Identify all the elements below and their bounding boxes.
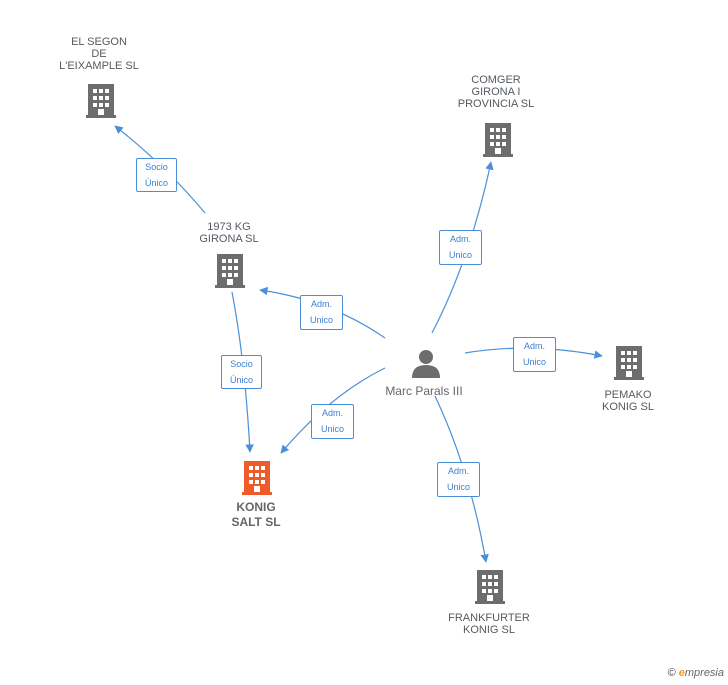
- brand-logo[interactable]: empresia: [679, 667, 724, 679]
- brand-name: mpresia: [684, 667, 724, 679]
- node-label-el-segon: EL SEGON DE L'EIXAMPLE SL: [59, 36, 139, 72]
- edge-label-adm-frankfurter: Adm. Unico: [437, 462, 480, 497]
- node-label-comger: COMGER GIRONA I PROVINCIA SL: [457, 74, 535, 110]
- node-label-frankfurter: FRANKFURTER KONIG SL: [448, 612, 530, 636]
- edge-label-adm-konig: Adm. Unico: [311, 404, 354, 439]
- edge-label-adm-pemako: Adm. Unico: [513, 337, 556, 372]
- building-icon[interactable]: [614, 346, 644, 380]
- copyright-symbol: ©: [667, 667, 676, 679]
- building-icon[interactable]: [242, 461, 272, 495]
- edge-label-adm-kg1973: Adm. Unico: [300, 295, 343, 330]
- building-icon[interactable]: [215, 254, 245, 288]
- edge-label-socio-el-segon: Socio Único: [136, 158, 177, 192]
- copyright-footer: © empresia: [668, 667, 724, 679]
- edge-adm-konig: [280, 367, 386, 454]
- node-label-pemako: PEMAKO KONIG SL: [602, 389, 654, 413]
- edge-label-adm-comger: Adm. Unico: [439, 230, 482, 265]
- edge-label-socio-konig: Socio Único: [221, 355, 262, 389]
- building-icon[interactable]: [483, 123, 513, 157]
- person-icon[interactable]: [412, 350, 440, 378]
- node-label-konig-salt: KONIG SALT SL: [231, 500, 281, 529]
- node-label-marc-parals: Marc Parals III: [385, 384, 463, 398]
- node-label-1973-kg: 1973 KG GIRONA SL: [199, 221, 259, 245]
- building-icon[interactable]: [86, 84, 116, 118]
- brand-initial: e: [678, 667, 685, 679]
- building-icon[interactable]: [475, 570, 505, 604]
